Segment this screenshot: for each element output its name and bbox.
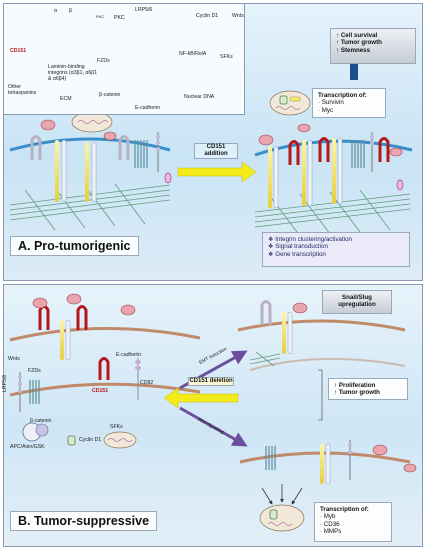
outcome-bracket [318, 369, 323, 421]
panel-b-snail-box: Snail/Slug upregulation [322, 290, 392, 314]
panel-b-outcome-1: ↑ Proliferation [334, 382, 376, 389]
panel-b-nucleus [259, 504, 305, 532]
legend-cyclin-label: Cyclin D1 [196, 13, 219, 19]
panel-b-deletion-label: CD151 deletion [188, 377, 234, 386]
legend-tetraspanin-label: Other tetraspanins [8, 84, 37, 96]
panel-a-title: A. Pro-tumorigenic [10, 236, 139, 256]
panel-a-mechanism-2: ❖ Signal transduction [268, 243, 328, 251]
panel-b-transcription-title: Transcription of: [320, 506, 369, 513]
panel-b-cyclin-label: Cyclin D1 [79, 437, 102, 443]
panel-a-transcription-item-2: · Myc [318, 106, 334, 114]
panel-b-beta-catenin-label: β-catenin [30, 418, 52, 424]
panel-b-sfks-label: SFKs [110, 424, 123, 430]
legend-dna-label: Nuclear DNA [184, 94, 215, 100]
panel-a-membrane-left [9, 137, 171, 152]
panel-a-outcome-3: ↑ Stemness [336, 46, 371, 54]
legend-cd151-label: CD151 [10, 48, 27, 54]
panel-b-deletion-arrow [163, 387, 239, 409]
panel-a-integrins-left [55, 139, 97, 203]
panel-b-apc-label: APC/Axin/GSK [10, 444, 45, 450]
panel-b-wnts-label: Wnts [8, 356, 20, 362]
legend-wnt-label: Wnts [232, 13, 244, 19]
panel-b-transcription-box: Transcription of: · Myb · CD36 · MMPs [314, 502, 392, 542]
legend-nfkb-label: NF-kB/RelA [179, 51, 207, 57]
panel-b-cd82-label: CD82 [140, 380, 154, 386]
legend-beta-catenin-label: β-catenin [99, 92, 121, 98]
panel-a-outcome-1: ↑ Cell survival [336, 32, 378, 39]
panel-a-nucleus-right [269, 90, 311, 116]
wnt-arrow [179, 406, 248, 447]
panel-b-cd151-label: CD151 [92, 388, 109, 394]
panel-b-transcription-item-3: · MMPs [320, 528, 342, 536]
legend-sfk-label: SFKs [220, 54, 233, 60]
panel-a-transcription-item-1: · Survivin [318, 99, 344, 107]
panel-a-mechanism-3: ❖ Gene transcription [268, 250, 326, 258]
legend-lrp-label: LRP5/6 [135, 7, 153, 13]
panel-a-outcomes-box: ↑ Cell survival ↑ Tumor growth ↑ Stemnes… [330, 28, 416, 64]
panel-a-addition-arrow [177, 161, 257, 183]
panel-b-snail-label: Snail/Slug upregulation [338, 294, 376, 309]
legend-box: CD151 Other tetraspanins α β Laminin-bin… [3, 3, 245, 115]
panel-b-lrp-label: LRP5/6 [2, 374, 8, 392]
panel-a-transcription-title: Transcription of: [318, 92, 367, 99]
legend-pkc-label: PKC [114, 15, 125, 21]
panel-a-ecm-left [9, 183, 171, 231]
legend-pkc-glyph: PKC [96, 14, 105, 19]
panel-b-transcription-item-1: · Myb [320, 513, 336, 521]
panel-b-transcription-item-2: · CD36 [320, 520, 340, 528]
panel-a-mechanisms-box: ❖ Integrin clustering/activation ❖ Signa… [262, 232, 410, 267]
panel-a-pkc-left [40, 119, 56, 131]
panel-a-transcription-box: Transcription of: · Survivin · Myc [312, 88, 386, 118]
panel-a-mechanism-1: ❖ Integrin clustering/activation [268, 236, 352, 243]
panel-b-title: B. Tumor-suppressive [10, 511, 158, 531]
panel-a-outcome-2: ↑ Tumor growth [336, 39, 382, 47]
panel-a-addition-label: CD151 addition [194, 143, 238, 159]
legend-e-cadherin-label: E-cadherin [135, 105, 161, 111]
legend-ecm-label: ECM [60, 96, 72, 102]
panel-b-fzds-label: FZDs [28, 368, 41, 374]
legend-fzd-label: FZDs [97, 58, 110, 64]
panel-b-outcome-2: ↑ Tumor growth [334, 389, 380, 397]
legend-alpha-label: α [54, 8, 57, 14]
panel-b-e-cadherin-label: E-cadherin [116, 352, 142, 358]
legend-beta-label: β [69, 8, 72, 14]
panel-b-outcome-box: ↑ Proliferation ↑ Tumor growth [328, 378, 408, 400]
legend-integrin-label: Laminin-binding integrins (α3β1, α6β1 & … [48, 64, 98, 82]
